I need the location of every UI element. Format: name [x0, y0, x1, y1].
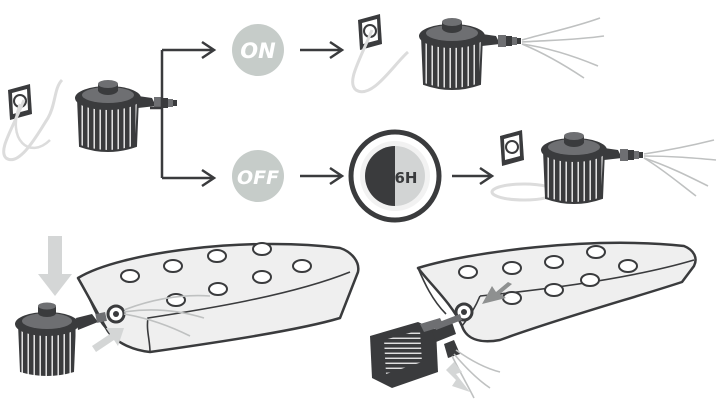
pump-running-on: [351, 13, 605, 94]
airflow-lines: [521, 17, 605, 79]
air-mattress-icon: [416, 241, 697, 343]
arrow-right-icon: [201, 40, 217, 60]
pump-plugged-in: [2, 78, 178, 162]
on-label: ON: [240, 39, 276, 63]
timer-knob-icon: 6H: [348, 129, 442, 223]
arrow-in-icon: [92, 328, 124, 352]
on-badge: [232, 24, 284, 76]
air-pump-icon: [370, 314, 462, 388]
timer-label: 6H: [395, 169, 418, 187]
arrow-right-icon: [479, 166, 495, 186]
off-label: OFF: [237, 167, 279, 189]
pump-running-off: [490, 129, 717, 204]
airflow-lines: [451, 349, 501, 399]
arrow-down-icon: [38, 236, 72, 296]
air-mattress-icon: [76, 242, 360, 354]
off-arrow: [300, 166, 345, 186]
on-step: ON: [232, 24, 284, 76]
fork-connector: [150, 40, 217, 188]
arrow-right-icon: [201, 168, 217, 188]
timer-arrow: [452, 166, 495, 186]
on-arrow: [300, 40, 345, 60]
airflow-lines: [123, 294, 211, 337]
air-pump-icon: [540, 131, 644, 204]
deflate-mattress: [370, 241, 697, 399]
arrow-right-icon: [329, 166, 345, 186]
air-pump-icon: [15, 302, 107, 376]
off-badge: [232, 150, 284, 202]
air-pump-icon: [418, 17, 522, 90]
arrow-out-icon: [446, 362, 470, 392]
wall-socket-icon: [7, 83, 33, 121]
inflate-mattress: [15, 236, 360, 376]
off-step: OFF: [232, 150, 284, 202]
airflow-lines: [643, 139, 717, 197]
wall-socket-icon: [499, 129, 525, 167]
arrow-in-icon: [482, 282, 512, 304]
arrow-right-icon: [329, 40, 345, 60]
